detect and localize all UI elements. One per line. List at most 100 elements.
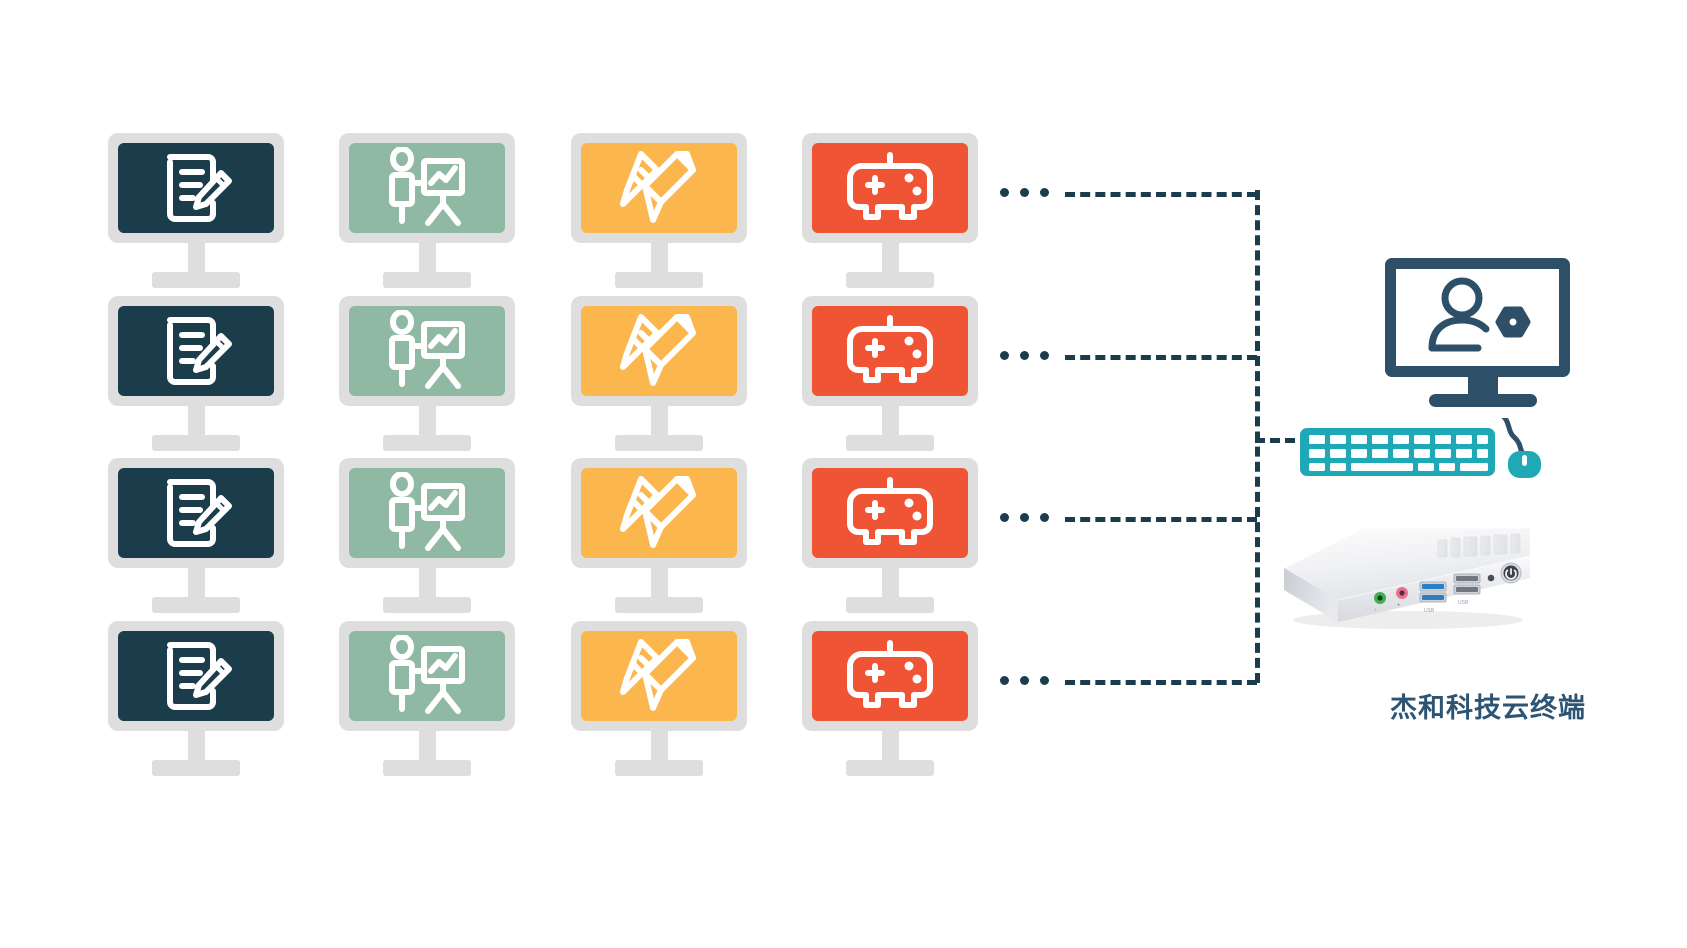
monitor-screen-gaming (812, 306, 968, 396)
client-monitor-gaming-4[interactable] (802, 621, 978, 776)
monitor-screen-design (581, 306, 737, 396)
client-monitor-teaching-1[interactable] (339, 133, 515, 288)
branch-wire-row-1 (1065, 192, 1257, 197)
row-ellipsis-3 (1000, 513, 1049, 522)
ellipsis-dot (1000, 513, 1009, 522)
ellipsis-dot (1000, 188, 1009, 197)
monitor-base (152, 597, 240, 613)
monitor-bezel (108, 458, 284, 568)
monitor-bezel (108, 133, 284, 243)
document-pencil-icon (155, 635, 237, 717)
monitor-base (846, 597, 934, 613)
monitor-neck (418, 568, 436, 597)
monitor-neck (187, 243, 205, 272)
monitor-bezel (802, 133, 978, 243)
monitor-bezel (339, 458, 515, 568)
ellipsis-dot (1020, 188, 1029, 197)
admin-monitor-neck (1467, 377, 1498, 394)
monitor-bezel (571, 621, 747, 731)
document-pencil-icon (155, 472, 237, 554)
client-monitor-office-2[interactable] (108, 296, 284, 451)
monitor-bezel (802, 621, 978, 731)
monitor-screen-teaching (349, 468, 505, 558)
monitor-neck (650, 731, 668, 760)
monitor-base (383, 272, 471, 288)
client-monitor-office-4[interactable] (108, 621, 284, 776)
pencil-ruler-icon (617, 634, 701, 718)
monitor-screen-teaching (349, 143, 505, 233)
gamepad-icon (846, 314, 934, 388)
monitor-base (383, 597, 471, 613)
row-ellipsis-2 (1000, 351, 1049, 360)
monitor-base (846, 435, 934, 451)
monitor-base (383, 760, 471, 776)
keyboard-mouse-group[interactable] (1300, 409, 1580, 480)
user-gear-icon (1422, 276, 1534, 359)
gamepad-icon (846, 151, 934, 225)
document-pencil-icon (155, 147, 237, 229)
client-monitor-gaming-2[interactable] (802, 296, 978, 451)
monitor-base (846, 272, 934, 288)
monitor-base (615, 272, 703, 288)
admin-screen (1385, 258, 1570, 377)
pencil-ruler-icon (617, 146, 701, 230)
admin-input-devices (1300, 409, 1580, 485)
monitor-base (615, 760, 703, 776)
monitor-base (615, 435, 703, 451)
admin-monitor[interactable] (1385, 258, 1580, 407)
monitor-base (152, 760, 240, 776)
branch-wire-row-4 (1065, 680, 1257, 685)
client-monitor-gaming-3[interactable] (802, 458, 978, 613)
monitor-base (152, 435, 240, 451)
client-monitor-design-3[interactable] (571, 458, 747, 613)
monitor-bezel (339, 621, 515, 731)
monitor-base (615, 597, 703, 613)
client-monitor-teaching-3[interactable] (339, 458, 515, 613)
monitor-neck (418, 406, 436, 435)
monitor-neck (418, 243, 436, 272)
monitor-bezel (339, 133, 515, 243)
mini-pc[interactable]: ♪ ● USB USB (1268, 494, 1538, 649)
monitor-bezel (108, 621, 284, 731)
client-monitor-office-1[interactable] (108, 133, 284, 288)
monitor-screen-teaching (349, 306, 505, 396)
monitor-neck (187, 568, 205, 597)
monitor-bezel (571, 133, 747, 243)
monitor-base (152, 272, 240, 288)
ellipsis-dot (1020, 676, 1029, 685)
client-monitor-design-4[interactable] (571, 621, 747, 776)
monitor-base (846, 760, 934, 776)
svg-text:USB: USB (1458, 600, 1469, 606)
ellipsis-dot (1000, 676, 1009, 685)
branch-wire-row-2 (1065, 355, 1257, 360)
ellipsis-dot (1000, 351, 1009, 360)
ellipsis-dot (1040, 513, 1049, 522)
client-monitor-teaching-4[interactable] (339, 621, 515, 776)
server-caption: 杰和科技云终端 (1390, 693, 1586, 723)
ellipsis-dot (1040, 188, 1049, 197)
monitor-neck (187, 406, 205, 435)
monitor-neck (650, 568, 668, 597)
monitor-screen-gaming (812, 468, 968, 558)
svg-text:USB: USB (1424, 608, 1435, 614)
ellipsis-dot (1020, 351, 1029, 360)
presenter-chart-icon (384, 472, 470, 554)
monitor-screen-office (118, 468, 274, 558)
monitor-base (383, 435, 471, 451)
client-monitor-design-2[interactable] (571, 296, 747, 451)
client-monitor-design-1[interactable] (571, 133, 747, 288)
monitor-bezel (802, 296, 978, 406)
monitor-screen-office (118, 143, 274, 233)
front-ports (1374, 562, 1522, 604)
client-monitor-teaching-2[interactable] (339, 296, 515, 451)
monitor-screen-design (581, 468, 737, 558)
monitor-screen-teaching (349, 631, 505, 721)
ellipsis-dot (1020, 513, 1029, 522)
presenter-chart-icon (384, 147, 470, 229)
client-monitor-gaming-1[interactable] (802, 133, 978, 288)
client-monitor-office-3[interactable] (108, 458, 284, 613)
network-bus-wire (1255, 190, 1260, 683)
monitor-screen-office (118, 306, 274, 396)
mouse-icon (1508, 451, 1541, 478)
